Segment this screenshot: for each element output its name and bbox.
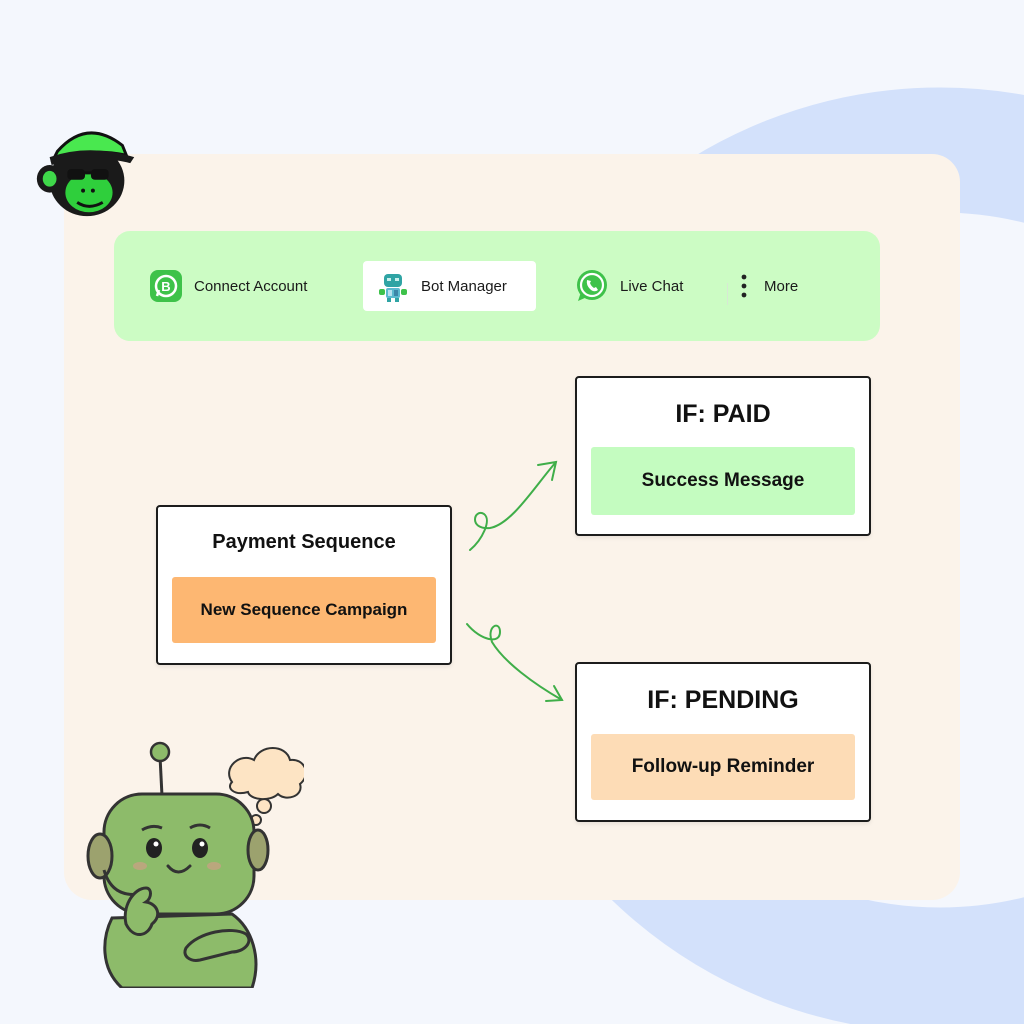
thinking-robot-icon [86, 741, 304, 988]
if-paid-node[interactable]: IF: PAID Success Message [575, 376, 871, 536]
payment-sequence-node[interactable]: Payment Sequence New Sequence Campaign [156, 505, 452, 665]
nav-more[interactable]: More [734, 261, 798, 311]
nav-connect-account-label: Connect Account [194, 277, 308, 295]
new-sequence-campaign-button[interactable]: New Sequence Campaign [172, 577, 436, 643]
follow-up-reminder-button[interactable]: Follow-up Reminder [591, 734, 855, 800]
payment-sequence-title: Payment Sequence [212, 531, 396, 553]
arrow-to-paid [469, 461, 557, 551]
nav-live-chat-label: Live Chat [620, 277, 684, 295]
nav-more-label: More [764, 277, 799, 295]
nav-bot-manager[interactable]: Bot Manager [363, 261, 536, 311]
nav-connect-account[interactable]: B Connect Account [148, 261, 307, 311]
if-pending-title: IF: PENDING [647, 686, 799, 714]
arrow-head-paid [537, 460, 558, 481]
if-paid-title: IF: PAID [675, 400, 771, 428]
nav-live-chat[interactable]: Live Chat [574, 261, 683, 311]
whatsapp-icon [574, 268, 610, 304]
whatsapp-business-icon: B [148, 268, 184, 304]
nav-bar: B Connect Account Bot Manager [114, 231, 880, 341]
svg-text:B: B [161, 279, 170, 294]
arrow-head-pending [545, 685, 564, 702]
arrow-to-pending [466, 623, 563, 701]
monkey-logo-icon [36, 131, 135, 217]
more-vertical-icon [734, 268, 754, 304]
nav-divider [727, 283, 728, 305]
robot-icon [375, 268, 411, 304]
if-pending-node[interactable]: IF: PENDING Follow-up Reminder [575, 662, 871, 822]
nav-bot-manager-label: Bot Manager [421, 277, 507, 295]
success-message-button[interactable]: Success Message [591, 447, 855, 515]
